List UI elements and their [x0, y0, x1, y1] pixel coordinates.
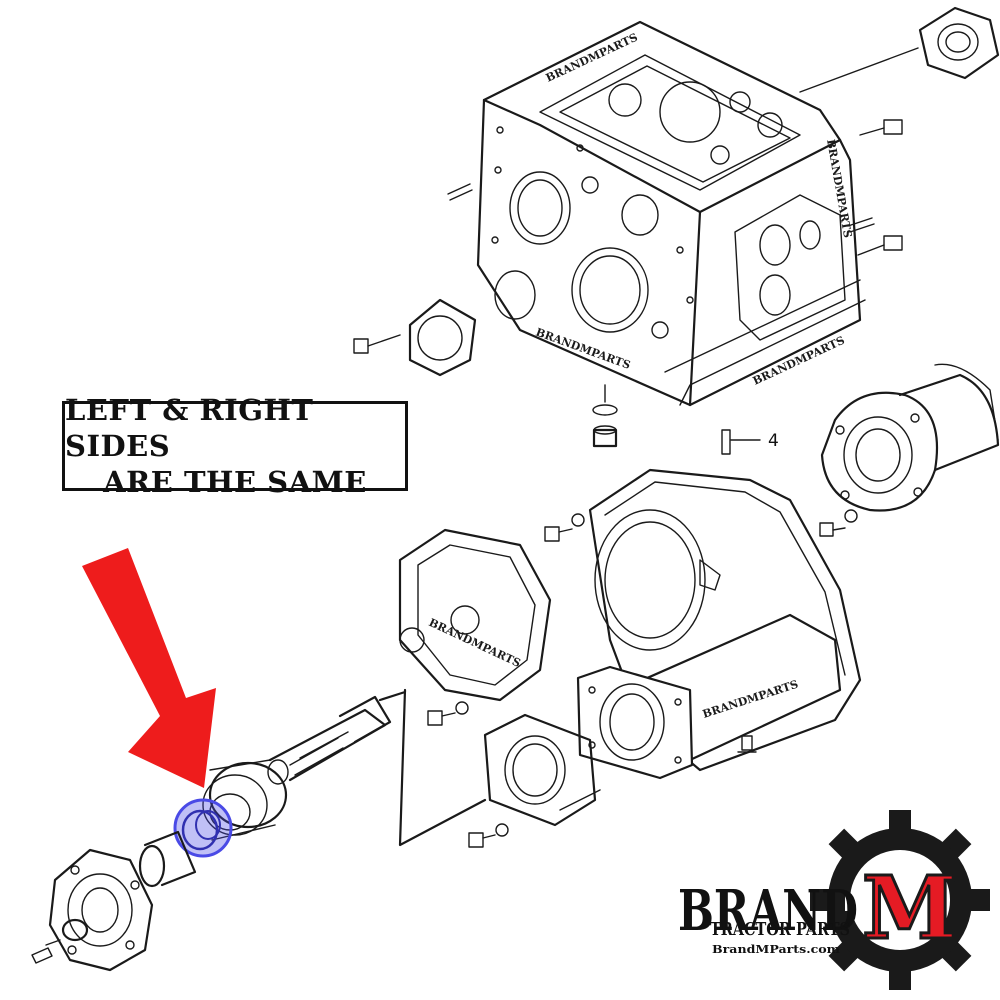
- stud-callout: 4: [721, 429, 779, 455]
- bearing: [202, 759, 288, 841]
- hub-bolt: [31, 939, 61, 964]
- brake-cover: BRANDMPARTS: [398, 528, 552, 702]
- part-number-callout: 4: [768, 431, 779, 451]
- axle-flange-right: [820, 363, 1000, 512]
- watermark-stamp: BRANDMPARTS: [534, 326, 632, 372]
- drain-plug: [592, 384, 618, 448]
- adapter-flange: [483, 713, 601, 827]
- leader-bracket: [378, 688, 487, 847]
- note-box: LEFT & RIGHT SIDES ARE THE SAME: [62, 393, 408, 499]
- logo-brand-word: BRAND: [678, 878, 858, 944]
- highlighted-seal: [173, 798, 233, 858]
- brake-cover-bolt: [427, 701, 469, 726]
- adapter-bolt: [468, 823, 509, 848]
- axle-housing: BRANDMPARTS: [576, 468, 862, 780]
- hub-flange: [48, 848, 154, 972]
- pointer-arrow: [82, 548, 216, 788]
- watermark-stamp: BRANDMPARTS: [544, 31, 640, 85]
- axle-housing-bolt: [544, 513, 585, 542]
- flange-bolt-right: [819, 509, 858, 537]
- watermark-stamp: BRANDMPARTS: [701, 678, 800, 721]
- watermark-stamp: BRANDMPARTS: [824, 138, 854, 239]
- axle-shaft: [267, 695, 392, 785]
- top-cover-plate: [799, 6, 1000, 93]
- note-line-1: LEFT & RIGHT SIDES: [65, 393, 314, 463]
- spacer-sleeve: [138, 830, 197, 888]
- logo-website: BrandMParts.com: [712, 943, 840, 956]
- logo-subtitle: TRACTOR PARTS: [710, 919, 850, 940]
- brand-m-logo: BRAND M TRACTOR PARTS BrandMParts.com: [678, 810, 990, 990]
- note-line-2: ARE THE SAME: [103, 465, 367, 499]
- transmission-housing: BRANDMPARTS BRANDMPARTS BRANDMPARTS BRAN…: [476, 20, 866, 407]
- side-cover: [408, 298, 477, 377]
- watermark-stamp: BRANDMPARTS: [751, 334, 847, 388]
- housing-bolts: [353, 119, 903, 354]
- logo-letter-m: M: [862, 858, 957, 959]
- watermark-stamp: BRANDMPARTS: [427, 616, 523, 670]
